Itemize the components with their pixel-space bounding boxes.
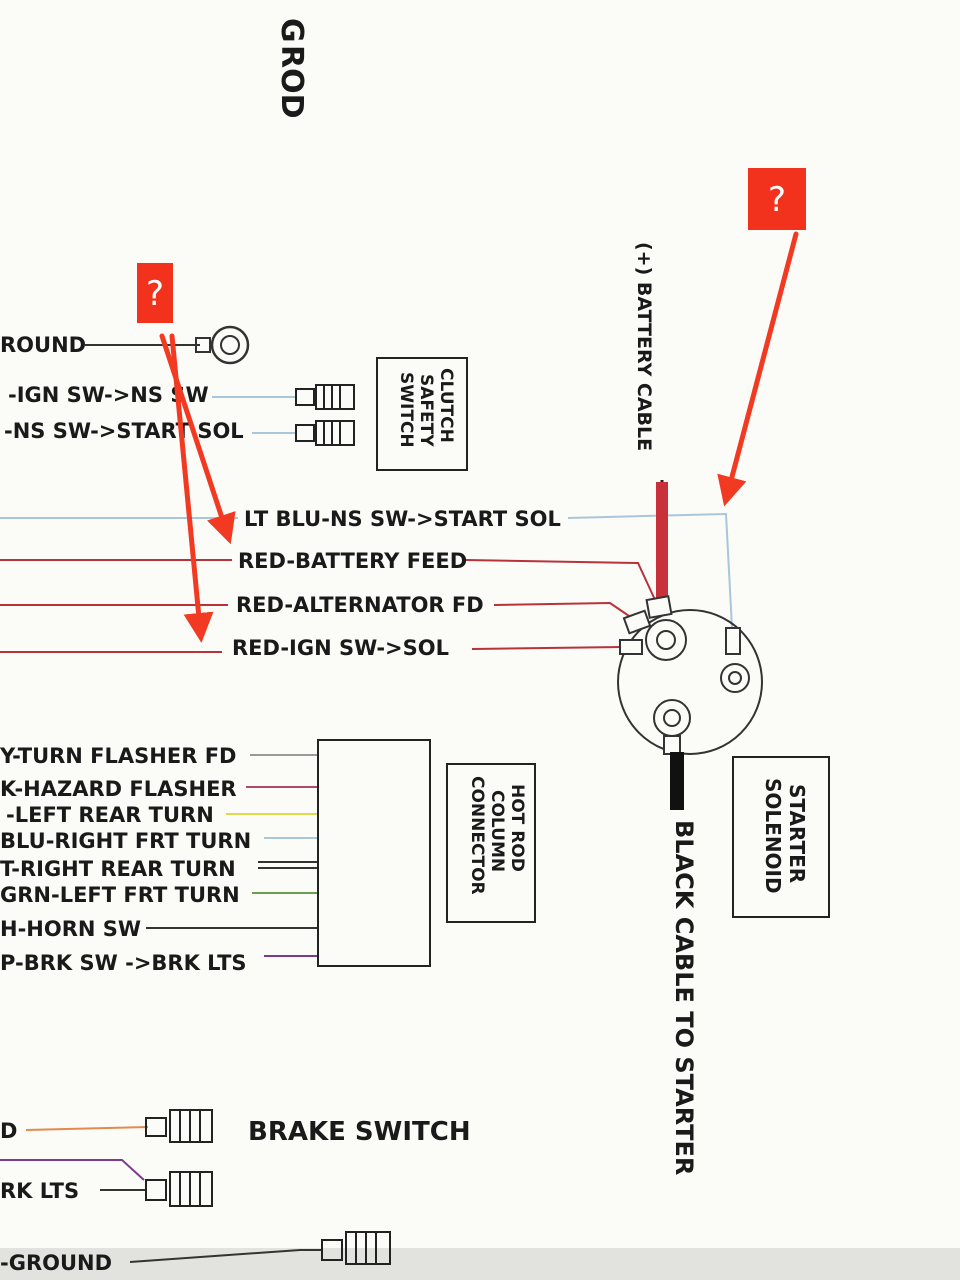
ring-terminal: [210, 325, 250, 365]
wire-lt-blu-right: [567, 512, 733, 629]
header-word: ROD: [274, 45, 309, 119]
svg-text:?: ?: [768, 180, 786, 220]
hot-rod-connector-box: [446, 763, 536, 923]
starter-solenoid-label: STARTER SOLENOID: [761, 778, 809, 894]
wire-ign-sol-right: [471, 646, 623, 650]
wire-battery-feed-right: [465, 559, 657, 603]
label-battery-feed: RED-BATTERY FEED: [238, 549, 467, 573]
arrow-to-lt-blu: [717, 231, 799, 507]
starter-solenoid-body: [617, 609, 763, 755]
label-brake-switch: BRAKE SWITCH: [248, 1117, 471, 1147]
wire-alternator-right: [493, 601, 633, 619]
ring-terminal-hole: [220, 335, 240, 355]
label-ign-sol: RED-IGN SW->SOL: [232, 636, 449, 660]
paper-shadow-bottom: [0, 1248, 960, 1280]
solenoid-terminals: [619, 595, 750, 755]
label-alternator: RED-ALTERNATOR FD: [236, 593, 484, 617]
label-turn-flasher: Y-TURN FLASHER FD: [0, 744, 236, 768]
label-brk: P-BRK SW ->BRK LTS: [0, 951, 247, 975]
label-horn: H-HORN SW: [0, 917, 141, 941]
question-marker-right: ?: [748, 168, 806, 230]
ring-terminal-crimp: [195, 337, 211, 353]
question-marker-left: ?: [137, 263, 173, 323]
label-left-rear: -LEFT REAR TURN: [6, 803, 214, 827]
wire-brake-purple: [0, 1159, 145, 1181]
label-right-rear: T-RIGHT REAR TURN: [0, 857, 236, 881]
starter-solenoid-box: [732, 756, 830, 918]
label-battery-cable: (+) BATTERY CABLE: [633, 242, 655, 451]
battery-cable: [656, 482, 668, 598]
svg-text:SAFETY: SAFETY: [416, 374, 436, 447]
svg-text:COLUMN: COLUMN: [487, 790, 507, 872]
brake-switch-connector-1: [145, 1109, 213, 1143]
label-bottom-ground: -GROUND: [0, 1251, 112, 1275]
wire-brake-orange: [25, 1126, 149, 1131]
label-bottom-d: D: [0, 1119, 17, 1143]
svg-text:HOT ROD: HOT ROD: [507, 784, 527, 872]
wire-bottom-ground: [129, 1249, 322, 1263]
hot-rod-connector-label: HOT ROD COLUMN CONNECTOR: [467, 776, 527, 895]
svg-text:?: ?: [146, 274, 164, 314]
black-cable: [670, 752, 684, 810]
label-left-frt: GRN-LEFT FRT TURN: [0, 883, 240, 907]
label-right-frt: BLU-RIGHT FRT TURN: [0, 829, 251, 853]
label-ns-start: -NS SW->START SOL: [4, 419, 244, 443]
clutch-switch-connectors: [295, 384, 355, 446]
clutch-switch-box: [376, 357, 468, 471]
label-hazard: K-HAZARD FLASHER: [0, 777, 237, 801]
label-lt-blu: LT BLU-NS SW->START SOL: [244, 507, 561, 531]
arrow-to-ign-sol: [169, 333, 214, 643]
label-black-cable: BLACK CABLE TO STARTER: [670, 820, 698, 1175]
column-connector-block: [317, 739, 431, 967]
label-bottom-rk: RK LTS: [0, 1179, 79, 1203]
svg-text:CLUTCH: CLUTCH: [436, 368, 456, 443]
ground-connector: [321, 1231, 391, 1265]
annotation-arrows: [159, 231, 799, 643]
svg-text:STARTER: STARTER: [785, 784, 809, 883]
svg-text:CONNECTOR: CONNECTOR: [467, 776, 487, 895]
svg-text:SOLENOID: SOLENOID: [761, 778, 785, 894]
header-letter: G: [274, 18, 309, 43]
label-ground-top: ROUND: [0, 333, 86, 357]
brake-switch-connector-2: [145, 1171, 213, 1207]
clutch-switch-label: CLUTCH SAFETY SWITCH: [396, 368, 456, 448]
svg-text:SWITCH: SWITCH: [396, 372, 416, 448]
